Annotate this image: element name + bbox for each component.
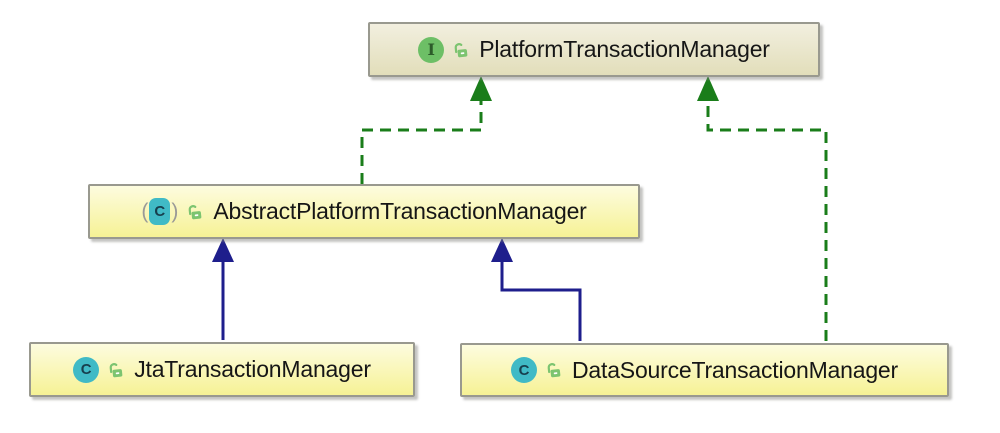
interface-icon: I xyxy=(418,36,445,63)
public-lock-icon xyxy=(545,361,562,378)
generalization-edge-jta-to-abstract xyxy=(212,238,234,340)
interface-node-platform-transaction-manager[interactable]: I PlatformTransactionManager xyxy=(368,22,820,77)
node-label: JtaTransactionManager xyxy=(134,356,371,382)
abstract-paren-close: ) xyxy=(171,200,179,223)
public-lock-icon xyxy=(452,41,469,58)
class-node-jta-transaction-manager[interactable]: C JtaTransactionManager xyxy=(29,342,415,397)
node-label: AbstractPlatformTransactionManager xyxy=(213,198,587,224)
class-icon: C xyxy=(73,356,100,383)
node-label: PlatformTransactionManager xyxy=(479,36,770,62)
public-lock-icon xyxy=(187,203,204,220)
public-lock-icon xyxy=(107,361,124,378)
class-node-abstract-platform-transaction-manager[interactable]: ( C ) AbstractPlatformTransactionManager xyxy=(88,184,640,239)
node-label: DataSourceTransactionManager xyxy=(572,356,898,383)
abstract-class-icon: ( C ) xyxy=(141,198,178,225)
generalization-edge-datasource-to-abstract xyxy=(491,238,582,341)
class-icon: C xyxy=(511,357,538,383)
realization-edge-datasource-to-platform xyxy=(697,76,828,341)
realization-edge-abstract-to-platform xyxy=(360,76,492,184)
class-letter-badge: C xyxy=(149,198,171,225)
abstract-paren-open: ( xyxy=(141,200,149,223)
class-node-data-source-transaction-manager[interactable]: C DataSourceTransactionManager xyxy=(460,343,949,397)
